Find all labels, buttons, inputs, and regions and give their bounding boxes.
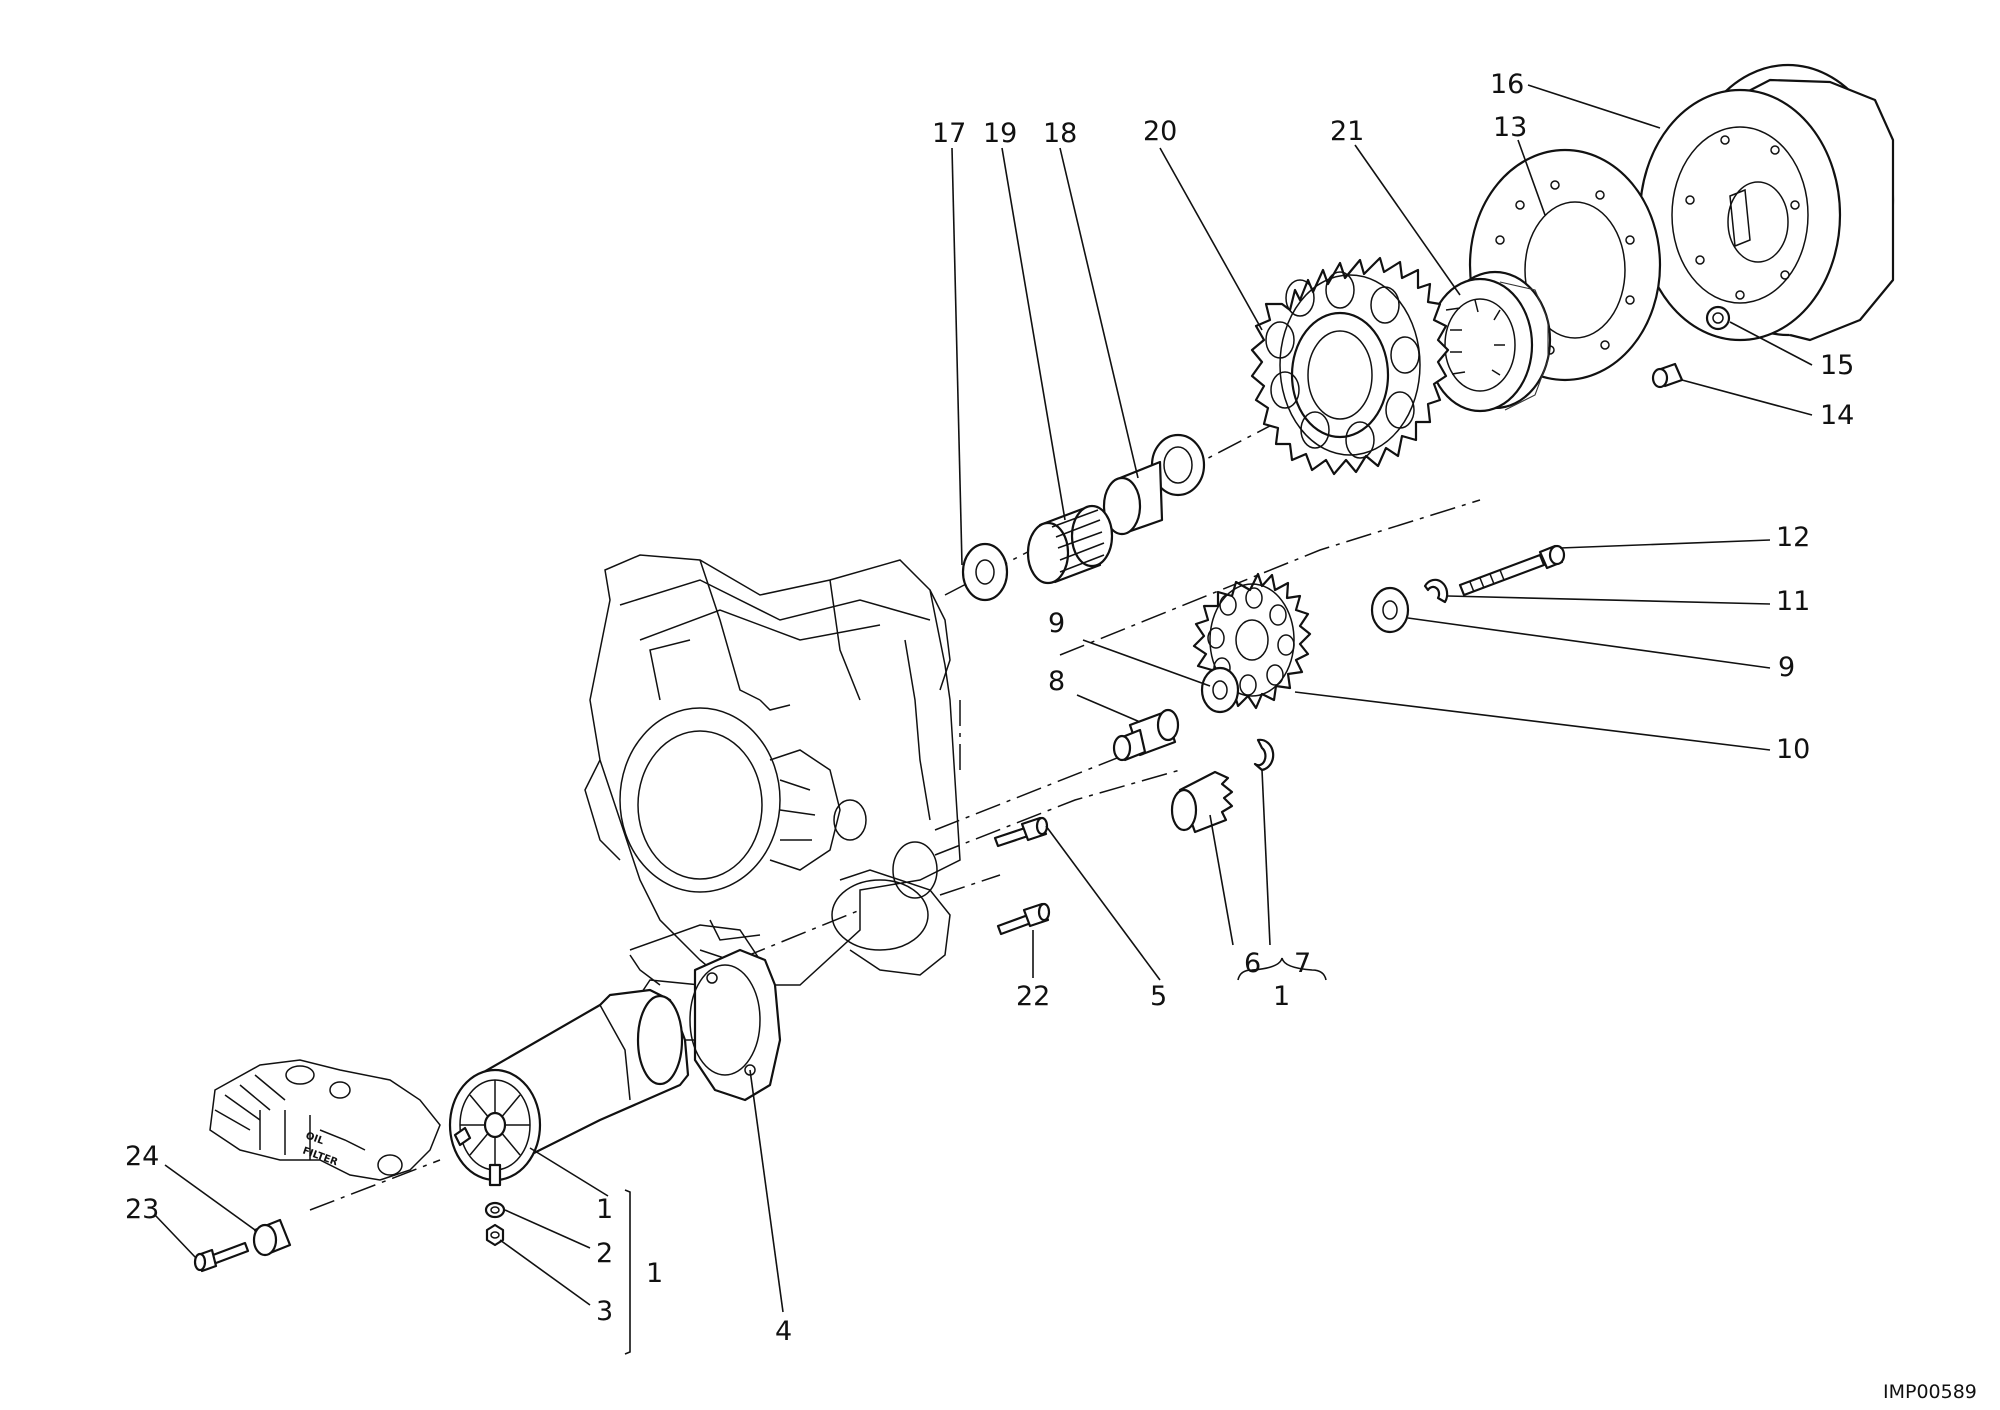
- callout-3: 3: [596, 1296, 613, 1327]
- dowel-pin: [1651, 362, 1684, 389]
- gear-screw: [1458, 544, 1566, 597]
- flywheel: [1638, 63, 1895, 342]
- callout-1-mid: 1: [1273, 981, 1290, 1012]
- callout-16: 16: [1490, 69, 1524, 100]
- screw-23: [193, 1241, 250, 1273]
- callout-17: 17: [932, 118, 966, 149]
- callout-8: 8: [1048, 666, 1065, 697]
- bush: [1705, 305, 1731, 331]
- needle-bearing: [1026, 504, 1114, 585]
- engine-crankcase: [584, 554, 961, 1041]
- circlip-pinion: [1253, 738, 1275, 772]
- starter-gasket: [689, 948, 782, 1102]
- washer-2: [484, 1201, 506, 1219]
- starter-idle-gear: [1250, 256, 1450, 476]
- callout-20: 20: [1143, 116, 1177, 147]
- image-code: IMP00589: [1883, 1381, 1977, 1403]
- starter-pinion: [1170, 770, 1234, 834]
- freewheel-clutch: [1426, 270, 1552, 413]
- gear-bush: [1102, 433, 1206, 536]
- spacer-24: [252, 1218, 292, 1257]
- callout-23: 23: [125, 1194, 159, 1225]
- callout-5: 5: [1150, 981, 1167, 1012]
- callout-21: 21: [1330, 116, 1364, 147]
- thrust-washer: [961, 542, 1009, 602]
- washer-lower: [1200, 666, 1240, 714]
- callout-7: 7: [1294, 948, 1311, 979]
- washer-upper: [1370, 586, 1410, 634]
- callout-2: 2: [596, 1238, 613, 1269]
- callout-18: 18: [1043, 118, 1077, 149]
- callout-11: 11: [1776, 586, 1810, 617]
- callout-10: 10: [1776, 734, 1810, 765]
- leader-lines: [154, 84, 1813, 1355]
- callout-19: 19: [983, 118, 1017, 149]
- circlip-upper: [1423, 578, 1449, 604]
- callout-4: 4: [775, 1316, 792, 1347]
- callout-12: 12: [1776, 522, 1810, 553]
- callout-9-left: 9: [1048, 608, 1065, 639]
- callout-6: 6: [1244, 948, 1261, 979]
- callout-1-low: 1: [596, 1194, 613, 1225]
- callout-22: 22: [1016, 981, 1050, 1012]
- filter-label: FILTER: [301, 1145, 339, 1168]
- callout-24: 24: [125, 1141, 159, 1172]
- callout-1-group: 1: [646, 1258, 663, 1289]
- bolt-22: [996, 902, 1051, 936]
- callout-15: 15: [1820, 350, 1854, 381]
- callout-13: 13: [1493, 112, 1527, 143]
- gear-shaft: [1112, 708, 1180, 762]
- nut-3: [485, 1223, 505, 1247]
- oil-filter-housing: OIL FILTER: [209, 1059, 441, 1181]
- oil-label: OIL: [304, 1130, 326, 1147]
- bolt-5: [993, 816, 1049, 848]
- callout-14: 14: [1820, 400, 1854, 431]
- starter-motor: [448, 988, 690, 1187]
- callout-labels: 17 19 18 20 21 16 13 15 14 12 11 9 10 9 …: [125, 69, 1854, 1347]
- callout-9-right: 9: [1778, 652, 1795, 683]
